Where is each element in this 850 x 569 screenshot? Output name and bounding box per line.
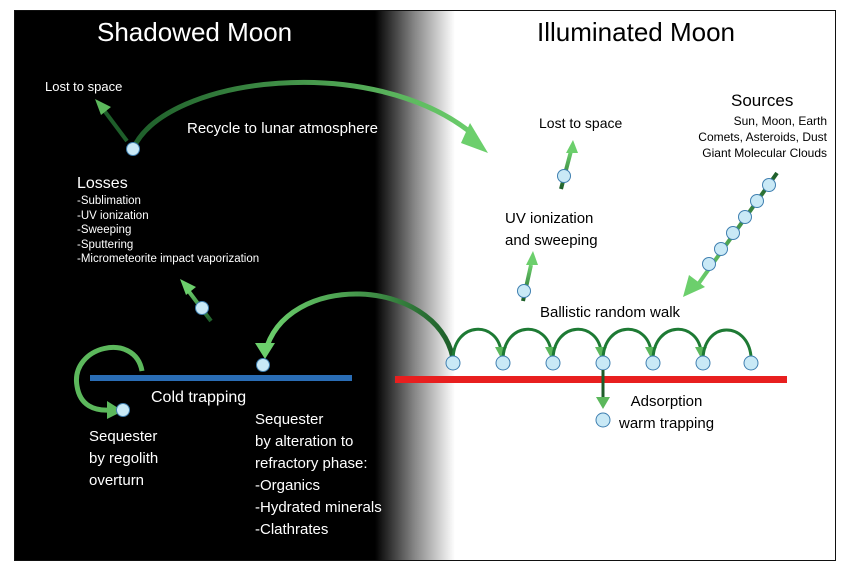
sequester-regolith-line: overturn <box>89 472 145 489</box>
sources-arrowhead <box>683 275 705 297</box>
regolith-arrowhead <box>107 401 123 419</box>
ballistic-hops <box>451 327 753 359</box>
losses-item: -Sweeping <box>77 224 132 236</box>
cold-trap-return-arrow <box>262 291 456 359</box>
sources-item: Comets, Asteroids, Dust <box>698 130 827 144</box>
surface-molecules <box>445 355 759 371</box>
adsorption-arrowhead <box>596 397 610 409</box>
regolith-loop-arrow <box>74 345 145 413</box>
sequester-alteration-line: Sequester <box>255 411 324 428</box>
ballistic-walk-label: Ballistic random walk <box>540 304 681 321</box>
uv-arrowhead <box>526 251 538 265</box>
uv-line: UV ionization <box>505 210 594 227</box>
sequester-alteration-label: Sequester by alteration to refractory ph… <box>255 409 382 541</box>
molecule-dot <box>557 169 571 183</box>
uv-line: and sweeping <box>505 232 598 249</box>
shadowed-moon-title: Shadowed Moon <box>97 17 293 47</box>
adsorption-line: warm trapping <box>619 415 715 432</box>
lost-to-space-right-label: Lost to space <box>539 115 623 131</box>
molecule-dot <box>517 284 531 298</box>
illuminated-moon-title: Illuminated Moon <box>537 17 735 47</box>
diagram-frame: Shadowed Moon Illuminated Moon Lost to s… <box>14 10 836 561</box>
molecule-dot <box>595 412 611 428</box>
recycle-label: Recycle to lunar atmosphere <box>187 120 378 137</box>
uv-ionization-label: UV ionization and sweeping <box>505 208 598 252</box>
molecule-dot <box>195 301 209 315</box>
molecule-dot <box>126 142 140 156</box>
sequester-alteration-line: -Hydrated minerals <box>255 499 382 516</box>
adsorption-line: Adsorption <box>630 393 703 410</box>
diagram-graphics <box>74 79 787 428</box>
sequester-regolith-label: Sequester by regolith overturn <box>89 426 158 492</box>
warm-surface-bar <box>395 376 787 383</box>
sources-heading: Sources <box>731 91 794 110</box>
sequester-alteration-line: -Clathrates <box>255 521 329 538</box>
sources-item: Giant Molecular Clouds <box>702 146 827 160</box>
sequester-alteration-line: refractory phase: <box>255 455 368 472</box>
cold-surface-bar <box>90 375 352 381</box>
recycle-arrow <box>130 79 477 151</box>
losses-item: -Micrometeorite impact vaporization <box>77 253 260 265</box>
lost-arrowhead-left <box>95 99 111 115</box>
losses-list: -Sublimation -UV ionization -Sweeping -S… <box>77 194 259 267</box>
lost-to-space-left-label: Lost to space <box>45 79 123 94</box>
losses-item: -Sublimation <box>77 195 141 207</box>
cold-trap-arrowhead <box>255 343 275 359</box>
sequester-alteration-line: by alteration to <box>255 433 354 450</box>
adsorption-label: Adsorption warm trapping <box>619 391 714 435</box>
source-molecules <box>702 178 776 271</box>
losses-item: -UV ionization <box>77 209 149 222</box>
sequester-regolith-line: by regolith <box>89 450 159 467</box>
sequester-alteration-line: -Organics <box>255 477 321 494</box>
lost-arrowhead-right <box>566 140 578 153</box>
sequester-regolith-line: Sequester <box>89 428 158 445</box>
sources-list: Sun, Moon, Earth Comets, Asteroids, Dust… <box>698 113 827 161</box>
lost-arrow-left <box>101 107 129 143</box>
molecule-dot <box>116 403 130 417</box>
sources-item: Sun, Moon, Earth <box>733 114 827 128</box>
molecule-dot <box>256 358 270 372</box>
loss-arrowhead <box>180 279 196 295</box>
losses-heading: Losses <box>77 175 128 192</box>
recycle-arrowhead <box>461 123 488 153</box>
losses-item: -Sputtering <box>77 238 134 251</box>
cold-trapping-label: Cold trapping <box>151 389 247 406</box>
